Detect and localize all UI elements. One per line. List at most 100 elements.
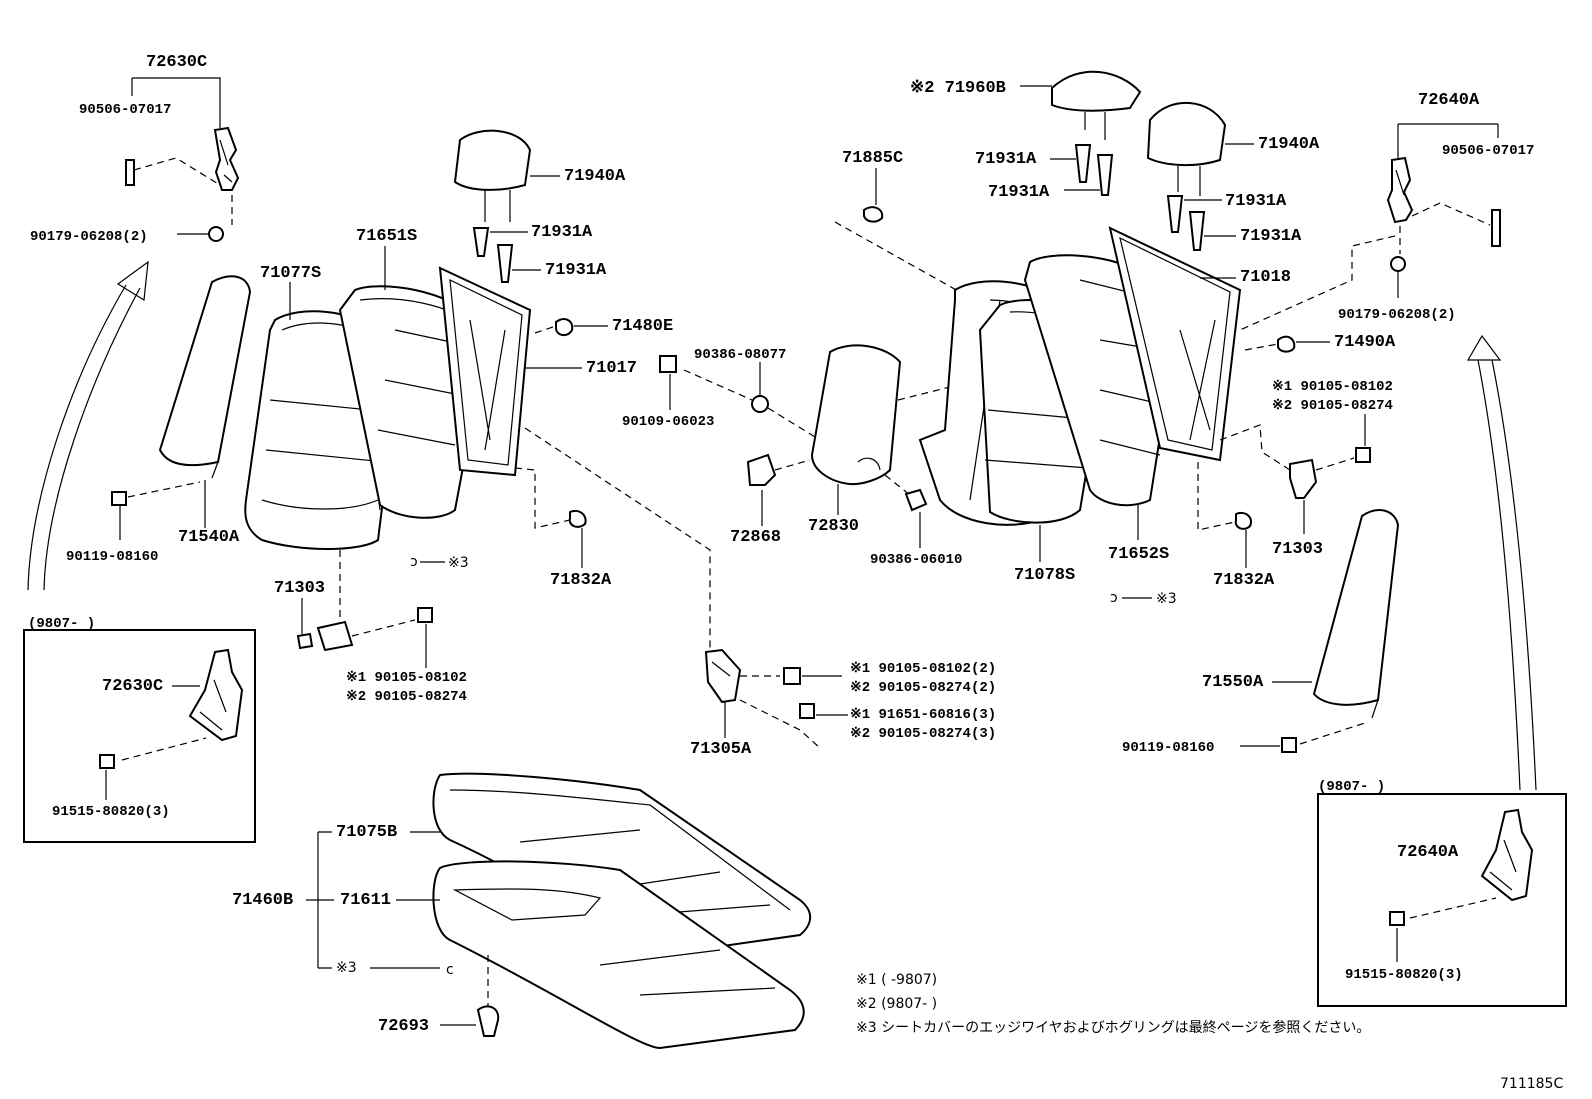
hinge-71303-left	[316, 620, 354, 652]
label-71652s: 71652S	[1108, 545, 1169, 564]
belt-guide-72640a	[1386, 156, 1414, 224]
bracket-71460b	[306, 831, 334, 969]
label-71305-bolt-2: ※2 90105-08274(2)	[850, 680, 996, 696]
spring-left	[125, 159, 135, 186]
label-71611: 71611	[340, 891, 391, 910]
label-90105-08274-left: ※2 90105-08274	[346, 689, 467, 705]
label-71460b: 71460B	[232, 891, 293, 910]
nut-90179-left	[208, 226, 224, 242]
arrow-left	[27, 260, 149, 591]
guide-71931a-left-2	[496, 244, 514, 283]
guide-71931a-mid-2	[1096, 154, 1114, 196]
label-72693: 72693	[378, 1017, 429, 1036]
side-panel-71540a	[158, 275, 252, 467]
label-note3-right: ※3	[1156, 591, 1177, 607]
bracket-72630c	[131, 77, 221, 128]
cap-90386-06010	[904, 488, 928, 512]
clip-71832a-right	[1234, 512, 1252, 530]
seatback-frame-71017	[438, 266, 532, 477]
label-90179-left: 90179-06208(2)	[30, 229, 148, 245]
bolt-90119-right	[1281, 737, 1297, 753]
label-box-right-date: (9807- )	[1318, 779, 1385, 795]
label-90506-right: 90506-07017	[1442, 143, 1534, 159]
bolt-hinge-left	[417, 607, 433, 623]
guide-71931a-mid-1	[1074, 144, 1092, 183]
label-71960b: ※2 71960B	[910, 79, 1006, 98]
label-71931a-left-2: 71931A	[545, 261, 607, 280]
label-71931a-mid-1: 71931A	[975, 150, 1037, 169]
label-72630c: 72630C	[146, 53, 207, 72]
label-72640a: 72640A	[1418, 91, 1480, 110]
label-box-right-part: 72640A	[1397, 843, 1459, 862]
hinge-71303-right	[1289, 458, 1318, 499]
label-box-left-bolt: 91515-80820(3)	[52, 804, 170, 820]
label-71078s: 71078S	[1014, 566, 1075, 585]
label-90506-left: 90506-07017	[79, 102, 171, 118]
label-71940a-left: 71940A	[564, 167, 626, 186]
label-71550a: 71550A	[1202, 673, 1264, 692]
seatback-frame-71018	[1108, 226, 1242, 462]
label-71305-bolt-1: ※1 90105-08102(2)	[850, 661, 996, 677]
label-71490a: 71490A	[1334, 333, 1396, 352]
bolt-71305-a	[783, 667, 801, 685]
hook-icon-right: ɔ	[1110, 590, 1118, 606]
bracket-72868	[746, 453, 777, 486]
label-71305-bolt-3: ※1 91651-60816(3)	[850, 707, 996, 723]
headrest-right-71940a	[1146, 101, 1227, 196]
headrest-71960b	[1051, 70, 1142, 140]
guide-71931a-right-1	[1166, 195, 1184, 233]
label-71540a: 71540A	[178, 528, 240, 547]
label-71305-bolt-4: ※2 90105-08274(3)	[850, 726, 996, 742]
label-note3-bottom: ※3	[336, 960, 357, 976]
guide-71931a-right-2	[1188, 211, 1206, 251]
clip-71885c	[863, 206, 884, 223]
clip-72693	[476, 1005, 500, 1037]
armrest-72830	[810, 344, 902, 486]
clip-71832a-left	[568, 510, 587, 528]
label-71931a-left-1: 71931A	[531, 223, 593, 242]
label-72830: 72830	[808, 517, 859, 536]
side-panel-71550a	[1312, 509, 1400, 706]
bolt-90109	[659, 355, 677, 373]
hook-icon-bottom: c	[446, 962, 454, 978]
label-71017: 71017	[586, 359, 637, 378]
label-71832a-left: 71832A	[550, 571, 612, 590]
knob-71490a	[1277, 335, 1296, 353]
label-71018: 71018	[1240, 268, 1291, 287]
label-71303-right: 71303	[1272, 540, 1323, 559]
nut-90386-08077	[751, 395, 769, 413]
label-71480e: 71480E	[612, 317, 673, 336]
label-71075b: 71075B	[336, 823, 397, 842]
belt-guide-72630c	[213, 126, 240, 191]
label-71832a-right: 71832A	[1213, 571, 1275, 590]
label-71305a: 71305A	[690, 740, 752, 759]
label-90105-08102-left: ※1 90105-08102	[346, 670, 467, 686]
label-90119-left: 90119-08160	[66, 549, 158, 565]
label-note3-left: ※3	[448, 555, 469, 571]
belt-guide-inset-left	[188, 648, 244, 742]
headrest-left-71940a	[453, 129, 532, 222]
label-90386-08077: 90386-08077	[694, 347, 786, 363]
guide-71931a-left-1	[472, 227, 490, 257]
label-71931a-right-2: 71931A	[1240, 227, 1302, 246]
label-90119-right: 90119-08160	[1122, 740, 1214, 756]
note-3: ※3 シートカバーのエッジワイヤおよびホグリングは最終ページを参照ください。	[856, 1019, 1370, 1036]
label-71303-left: 71303	[274, 579, 325, 598]
label-box-right-bolt: 91515-80820(3)	[1345, 967, 1463, 983]
inset-box-right	[1317, 793, 1567, 1007]
label-71077s: 71077S	[260, 264, 321, 283]
figure-id: 711185C	[1500, 1076, 1563, 1092]
label-90105-08274-right: ※2 90105-08274	[1272, 398, 1393, 414]
bolt-inset-left	[99, 754, 115, 769]
label-box-left-date: (9807- )	[28, 616, 95, 632]
label-72868: 72868	[730, 528, 781, 547]
label-71885c: 71885C	[842, 149, 903, 168]
hook-icon-left: ɔ	[410, 554, 418, 570]
bolt-71305-b	[799, 703, 815, 719]
belt-guide-inset-right	[1480, 808, 1534, 902]
label-90109: 90109-06023	[622, 414, 714, 430]
cushion-pad-71611	[432, 860, 805, 1050]
label-71931a-right-1: 71931A	[1225, 192, 1287, 211]
label-90386-06010: 90386-06010	[870, 552, 962, 568]
